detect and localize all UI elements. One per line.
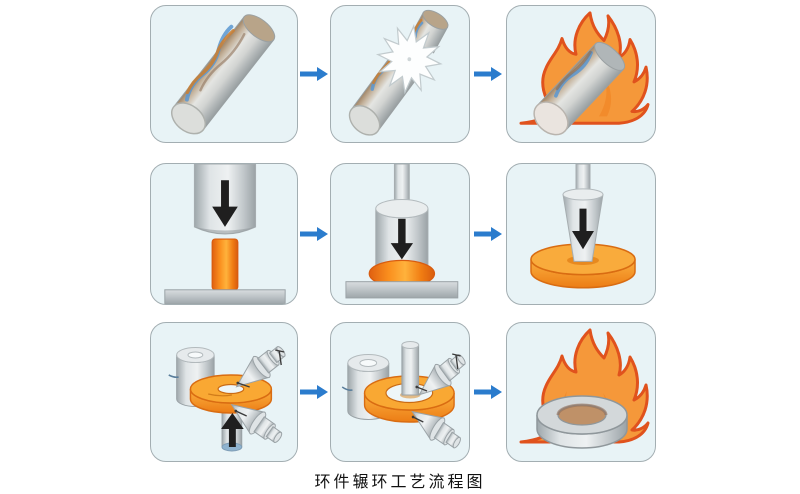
right-arrow-icon: [300, 227, 328, 241]
flow-connector: [470, 385, 506, 399]
flow-connector: [298, 227, 330, 241]
flow-connector: [298, 385, 330, 399]
panel-bar-stock: [150, 5, 298, 143]
right-arrow-icon: [474, 385, 502, 399]
process-row-2: [150, 163, 656, 305]
right-arrow-icon: [474, 227, 502, 241]
process-grid: [150, 5, 656, 462]
panel-punching: [506, 163, 656, 305]
right-arrow-icon: [300, 385, 328, 399]
figure-caption: 环件辗环工艺流程图: [314, 474, 486, 491]
flow-connector: [298, 67, 330, 81]
panel-ring-rolling: [150, 322, 298, 462]
panel-heat-treatment: [506, 322, 656, 462]
process-row-3: [150, 322, 656, 462]
ring-mill-icon: [168, 339, 292, 452]
panel-heating: [506, 5, 656, 143]
metal-bar-icon: [170, 14, 276, 135]
panel-sawing: [330, 5, 470, 143]
bar-in-flame-icon: [519, 11, 650, 136]
right-arrow-icon: [474, 67, 502, 81]
upset-billet-icon: [345, 164, 459, 299]
cone-punch-disc-icon: [530, 164, 636, 289]
ring-in-flame-icon: [519, 328, 650, 449]
panel-press-upsetting: [150, 163, 298, 305]
process-row-1: [150, 5, 656, 143]
panel-ring-expanding: [330, 322, 470, 462]
flow-connector: [470, 67, 506, 81]
flow-connector: [470, 227, 506, 241]
expanded-ring-mill-icon: [341, 341, 469, 456]
panel-upsetting: [330, 163, 470, 305]
press-ram-icon: [164, 164, 286, 304]
saw-blade-cutting-icon: [348, 9, 449, 136]
right-arrow-icon: [300, 67, 328, 81]
